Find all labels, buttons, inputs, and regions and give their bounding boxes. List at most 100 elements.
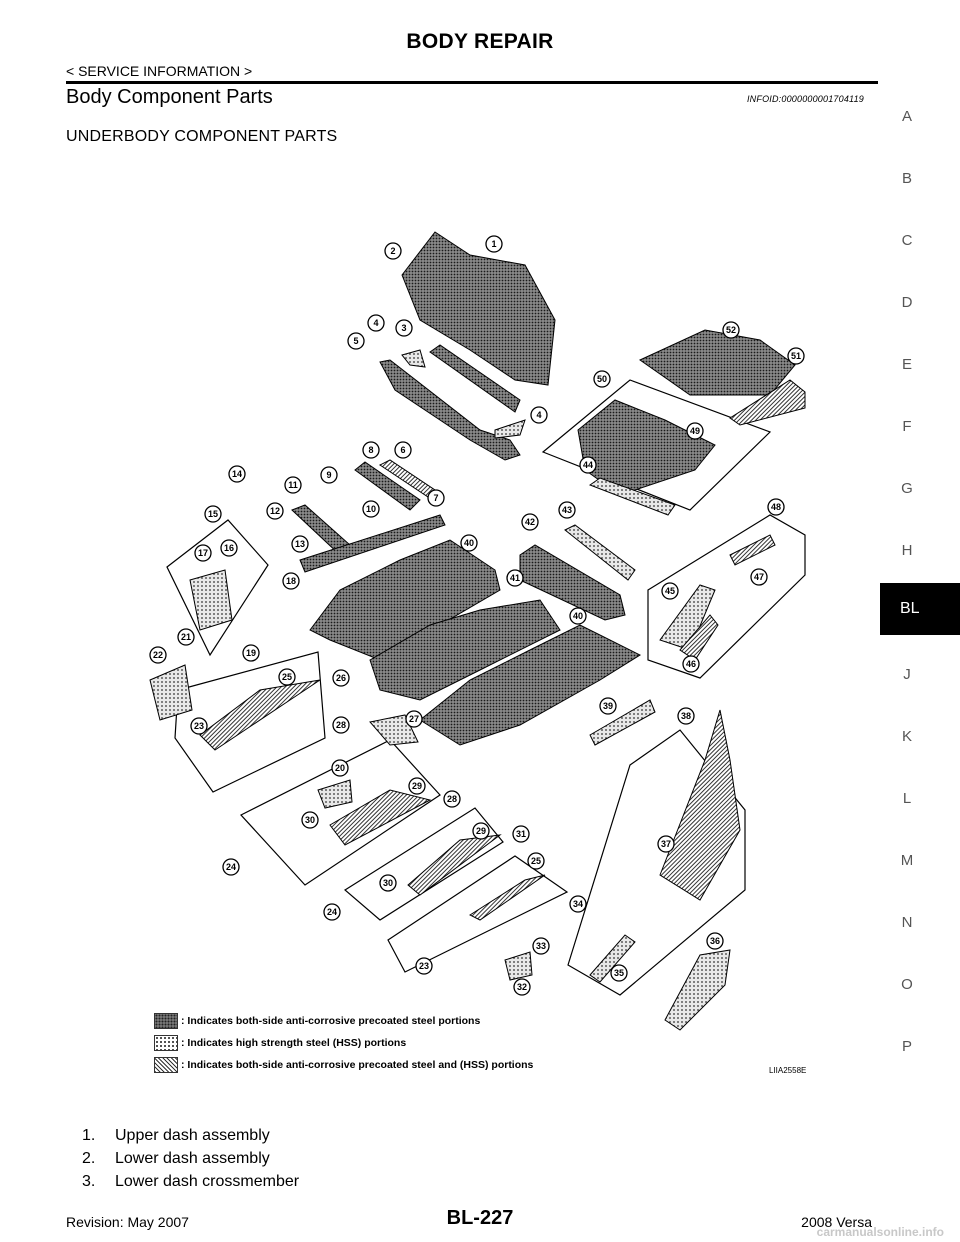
- sidebar-letter[interactable]: M: [900, 852, 914, 869]
- svg-text:39: 39: [603, 701, 613, 711]
- callout-marker: 27: [405, 710, 423, 728]
- callout-marker: 22: [149, 646, 167, 664]
- callout-marker: 40: [569, 607, 587, 625]
- part-member-35: [589, 934, 636, 983]
- part-member-29: [329, 789, 432, 846]
- callout-marker: 32: [513, 978, 531, 996]
- callout-marker: 33: [532, 937, 550, 955]
- callout-marker: 31: [512, 825, 530, 843]
- callout-marker: 6: [394, 441, 412, 459]
- svg-text:44: 44: [583, 460, 593, 470]
- callout-marker: 4: [367, 314, 385, 332]
- svg-text:21: 21: [181, 632, 191, 642]
- svg-text:35: 35: [614, 968, 624, 978]
- sidebar-letter[interactable]: E: [901, 356, 912, 373]
- callout-marker: 37: [657, 835, 675, 853]
- svg-text:1: 1: [491, 239, 496, 249]
- callout-marker: 52: [722, 321, 740, 339]
- info-id: INFOID:0000000001704119: [746, 94, 864, 104]
- svg-text:31: 31: [516, 829, 526, 839]
- callout-marker: 14: [228, 465, 246, 483]
- legend-swatch-precoated-hss: [154, 1056, 178, 1073]
- header-rule: [66, 81, 878, 84]
- svg-text:26: 26: [336, 673, 346, 683]
- callout-marker: 44: [579, 456, 597, 474]
- sidebar-letter[interactable]: P: [901, 1038, 912, 1055]
- svg-text:27: 27: [409, 714, 419, 724]
- callout-marker: 8: [362, 441, 380, 459]
- sidebar-letter[interactable]: C: [901, 232, 913, 249]
- sidebar-letter[interactable]: K: [901, 728, 912, 745]
- svg-text:25: 25: [531, 856, 541, 866]
- page-header-title: BODY REPAIR: [406, 30, 554, 53]
- callout-markers: 1 2 3 4 5 4 52 51 50 49 44 8 6 9 14 11 7…: [149, 235, 805, 996]
- list-item-label: Lower dash assembly: [115, 1150, 270, 1167]
- diagram-legend: : Indicates both-side anti-corrosive pre…: [154, 1010, 574, 1076]
- svg-text:52: 52: [726, 325, 736, 335]
- callout-marker: 12: [266, 502, 284, 520]
- sidebar-letter[interactable]: G: [901, 480, 913, 497]
- svg-text:46: 46: [686, 659, 696, 669]
- callout-marker: 30: [379, 874, 397, 892]
- callout-marker: 24: [222, 858, 240, 876]
- footer-model: 2008 Versa: [801, 1214, 872, 1230]
- part-member-28b: [407, 834, 502, 896]
- callout-marker: 19: [242, 644, 260, 662]
- callout-marker: 40: [460, 534, 478, 552]
- callout-marker: 16: [220, 539, 238, 557]
- callout-marker: 41: [506, 569, 524, 587]
- callout-marker: 48: [767, 498, 785, 516]
- callout-marker: 13: [291, 535, 309, 553]
- svg-text:30: 30: [305, 815, 315, 825]
- svg-text:10: 10: [366, 504, 376, 514]
- sidebar-letter[interactable]: B: [901, 170, 912, 187]
- svg-text:9: 9: [326, 470, 331, 480]
- part-member-47: [729, 534, 776, 566]
- part-member-19: [199, 679, 321, 751]
- svg-text:41: 41: [510, 573, 520, 583]
- header-subtitle: < SERVICE INFORMATION >: [66, 63, 253, 79]
- sidebar-letter[interactable]: J: [903, 666, 911, 683]
- sidebar-active-tab[interactable]: BL: [880, 583, 960, 635]
- list-item: 1.Upper dash assembly: [82, 1127, 299, 1150]
- part-lower-dash-reinforcement: [379, 359, 521, 461]
- svg-text:7: 7: [433, 493, 438, 503]
- sidebar-letter[interactable]: H: [901, 542, 913, 559]
- callout-marker: 21: [177, 628, 195, 646]
- list-item: 3.Lower dash crossmember: [82, 1173, 299, 1196]
- callout-marker: 51: [787, 347, 805, 365]
- callout-marker: 38: [677, 707, 695, 725]
- svg-text:28: 28: [336, 720, 346, 730]
- svg-text:36: 36: [710, 936, 720, 946]
- callout-marker: 20: [331, 759, 349, 777]
- svg-text:24: 24: [226, 862, 236, 872]
- svg-text:4: 4: [373, 318, 378, 328]
- part-member-25b: [468, 874, 546, 921]
- callout-marker: 34: [569, 895, 587, 913]
- callout-marker: 5: [347, 332, 365, 350]
- callout-marker: 49: [686, 422, 704, 440]
- svg-text:49: 49: [690, 426, 700, 436]
- svg-text:42: 42: [525, 517, 535, 527]
- sidebar-letter[interactable]: F: [902, 418, 912, 435]
- svg-text:16: 16: [224, 543, 234, 553]
- legend-swatch-hss: [154, 1034, 178, 1051]
- figure-id: LIIA2558E: [769, 1066, 807, 1075]
- part-lower-dash-crossmember: [429, 344, 521, 413]
- sidebar-letter[interactable]: D: [901, 294, 913, 311]
- parts-list: 1.Upper dash assembly 2. Lower dash assem…: [82, 1127, 299, 1196]
- callout-marker: 23: [415, 957, 433, 975]
- part-bracket-4a: [401, 349, 426, 368]
- sidebar-letter[interactable]: O: [901, 976, 913, 993]
- legend-label: : Indicates high strength steel (HSS) po…: [181, 1036, 407, 1049]
- svg-text:6: 6: [400, 445, 405, 455]
- list-item-number: 2.: [82, 1150, 96, 1167]
- sidebar-letter[interactable]: N: [901, 914, 913, 931]
- svg-text:30: 30: [383, 878, 393, 888]
- callout-marker: 7: [427, 489, 445, 507]
- callout-marker: 47: [750, 568, 768, 586]
- sidebar-letter[interactable]: A: [901, 108, 912, 125]
- callout-marker: 36: [706, 932, 724, 950]
- sidebar-letter[interactable]: L: [902, 790, 912, 807]
- section-index-sidebar: A B C D E F G H BL J K L M N O P: [880, 0, 960, 1242]
